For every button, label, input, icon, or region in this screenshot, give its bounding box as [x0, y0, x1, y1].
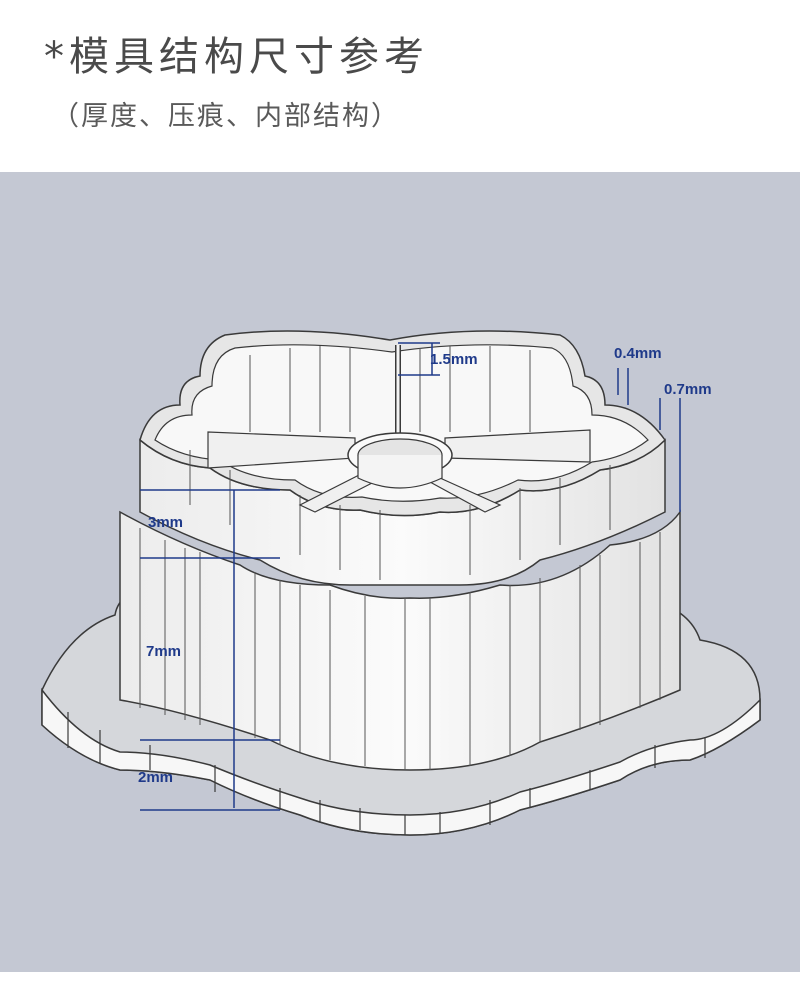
dim-height: 7mm [146, 643, 181, 660]
outer-wall [119, 509, 681, 771]
page-title: *模具结构尺寸参考 [44, 34, 429, 80]
dimension-lines [140, 342, 681, 811]
bottom-strip [0, 972, 800, 991]
inner-ribs [207, 345, 591, 513]
dim-base: 2mm [138, 769, 173, 786]
dim-wall-thick: 0.7mm [664, 381, 712, 398]
page-subtitle: （厚度、压痕、内部结构） [52, 101, 400, 132]
dim-top-depth: 1.5mm [430, 351, 478, 368]
dim-emboss-depth: 3mm [148, 514, 183, 531]
header: *模具结构尺寸参考 （厚度、压痕、内部结构） [0, 0, 800, 172]
dim-wall-thin: 0.4mm [614, 345, 662, 362]
